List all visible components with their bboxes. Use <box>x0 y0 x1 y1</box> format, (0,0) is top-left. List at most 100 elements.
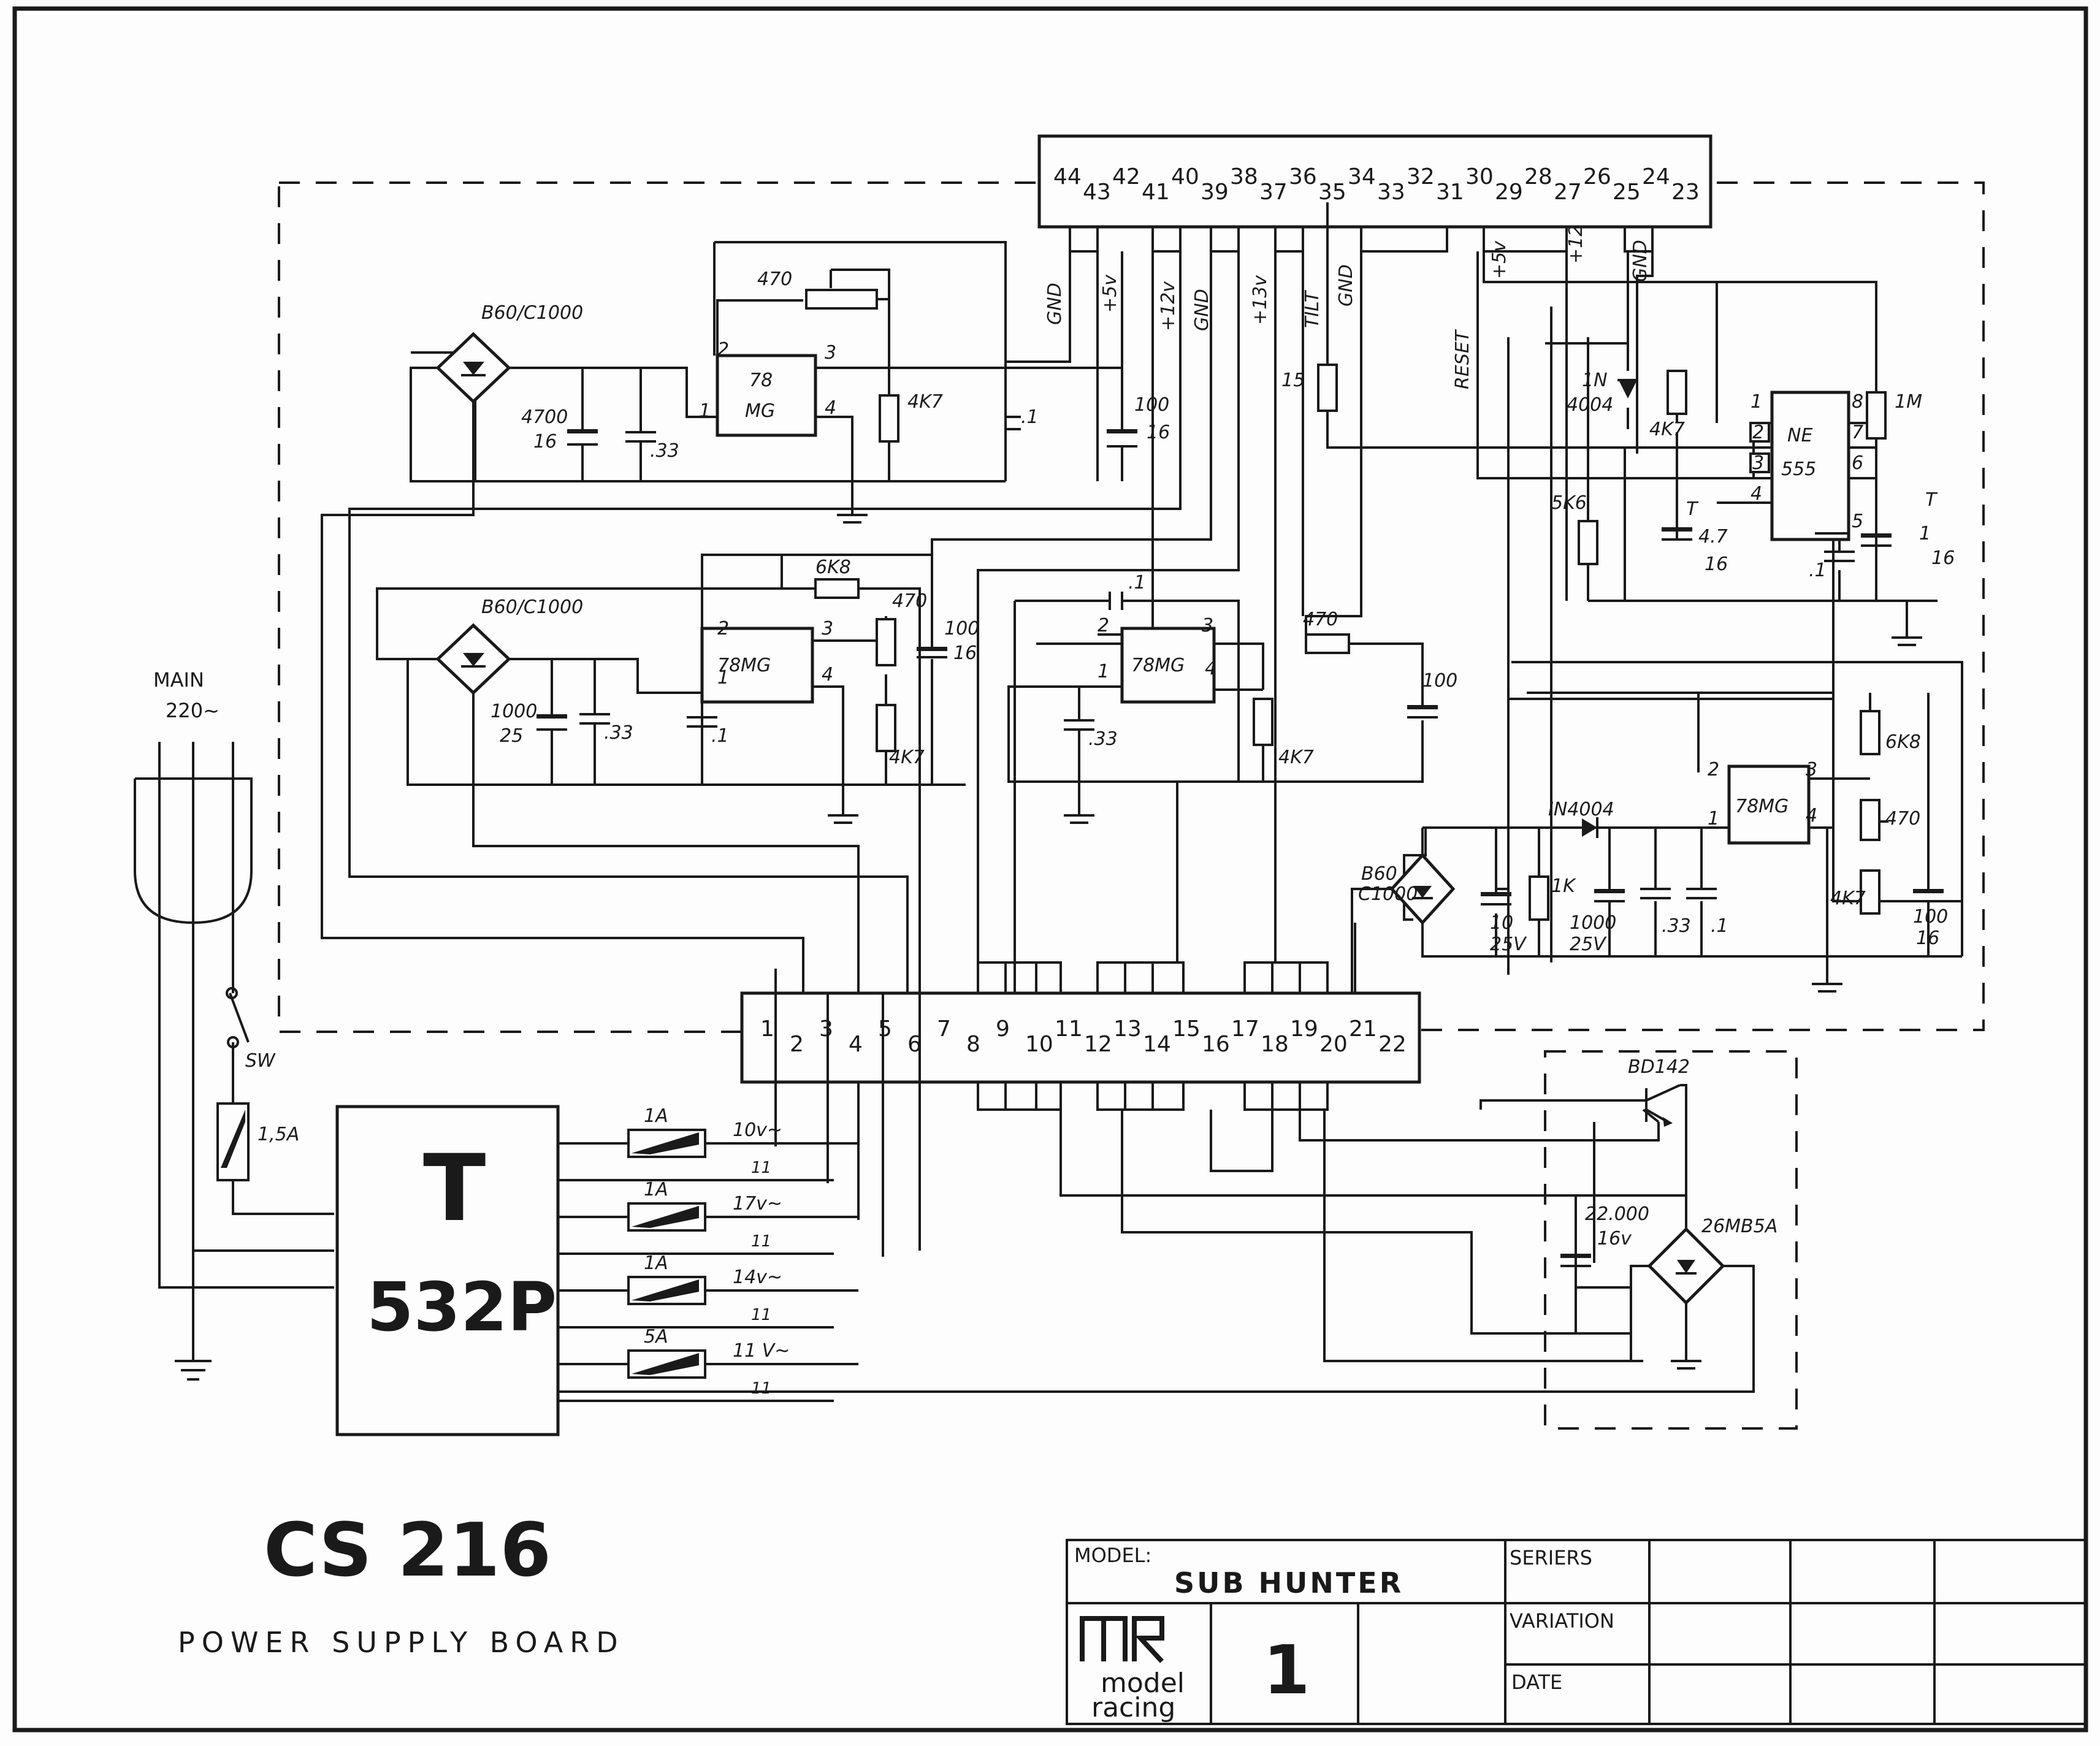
ground-reset <box>1588 600 1938 646</box>
wire-s1-main <box>321 367 804 993</box>
ne555-pin2-box <box>1749 422 1770 443</box>
top-pin-25: 25 <box>1613 180 1641 205</box>
cap-22000 <box>1560 1254 1591 1258</box>
top-pin-29: 29 <box>1495 180 1523 205</box>
reg3-pin4: 4 <box>1205 658 1216 679</box>
top-pin-39: 39 <box>1201 180 1229 205</box>
switch-contact-2 <box>227 1036 239 1048</box>
cap-01-reset <box>1824 551 1855 562</box>
cap-100-s4 <box>1913 889 1944 893</box>
pot-470-s1 <box>805 289 878 310</box>
bottom-pin-15: 15 <box>1172 1016 1201 1042</box>
regulator-78mg-4 <box>1727 764 1811 845</box>
bottom-pin-19: 19 <box>1290 1016 1318 1042</box>
wire-outputs-to-connector <box>774 969 921 1257</box>
xf-fuse-label-1: 1A <box>644 1179 668 1200</box>
bottom-pin-22: 22 <box>1378 1032 1407 1057</box>
cap-100-s3 <box>1407 705 1438 709</box>
caps-s4-ceramic <box>1640 888 1717 899</box>
top-pin-33: 33 <box>1377 180 1405 205</box>
reg2-pin2: 2 <box>717 618 729 639</box>
res-4k7-s4 <box>1860 869 1880 915</box>
cap-4700-v: 16 <box>533 431 557 452</box>
wire-bd142-module <box>1060 1084 1687 1362</box>
pot-470-s1-wiper <box>830 269 890 368</box>
xf-out-wire-1 <box>558 1216 858 1255</box>
wire-s3 <box>1007 251 1424 993</box>
bridge-26mb5a-label: 26MB5A <box>1701 1216 1777 1237</box>
reg4-pin3: 3 <box>1806 759 1817 780</box>
cap-22000-v: 16v <box>1597 1228 1632 1249</box>
cap-100-s4-v: 16 <box>1916 928 1939 949</box>
wire-26mb5a <box>558 1195 1755 1393</box>
cap-033-s3-label: .33 <box>1088 728 1118 750</box>
board-outline <box>278 181 1985 1033</box>
ne555-pin2: 2 <box>1752 422 1764 443</box>
diode-1n-label: 1N <box>1582 370 1608 391</box>
xf-fuse-mark-1 <box>632 1206 699 1228</box>
cap-22000-plate <box>1560 1265 1591 1333</box>
ne555-label-2: 555 <box>1781 459 1816 480</box>
xf-out-wire-3 <box>558 1363 858 1402</box>
cap-033-s4-label: .33 <box>1662 915 1691 937</box>
xf-out-wire-2 <box>558 1289 858 1329</box>
sig-gnd-1: GND <box>1044 283 1066 325</box>
cap-01-s2 <box>687 716 717 728</box>
xf-return-0: 11 <box>751 1159 771 1177</box>
variation-label: VARIATION <box>1510 1609 1614 1633</box>
reg3-pin1: 1 <box>1098 661 1109 682</box>
bottom-pin-18: 18 <box>1261 1032 1289 1057</box>
reg2-pin1: 1 <box>717 667 729 688</box>
cap-100-s1 <box>1107 429 1137 433</box>
cap-100-s2-v: 16 <box>953 642 977 664</box>
pot-470-s4-label: 470 <box>1885 808 1920 829</box>
cap-100-s1-v: 16 <box>1147 422 1170 443</box>
regulator-78mg-1 <box>716 354 817 437</box>
board-code: CS 216 <box>264 1508 551 1593</box>
cap-1000-s4-label: 1000 <box>1570 912 1616 934</box>
sheet-number: 1 <box>1263 1631 1310 1709</box>
top-pin-26: 26 <box>1583 164 1611 189</box>
res-4k7-s1-label: 4K7 <box>907 391 943 413</box>
bottom-pin-11: 11 <box>1055 1016 1083 1042</box>
top-pin-38: 38 <box>1230 164 1258 189</box>
bottom-connector <box>740 991 1421 1084</box>
bridge-s1-label: B60/C1000 <box>481 302 583 324</box>
bridge-s4-label-1: B60 <box>1361 863 1397 885</box>
cap-10-25v <box>1481 892 1511 896</box>
res-1k <box>1529 875 1549 921</box>
cap-033-s1 <box>625 431 656 443</box>
cap-4-7 <box>1662 527 1692 532</box>
ne555-pin3: 3 <box>1752 452 1764 474</box>
mains-label: MAIN <box>153 668 204 692</box>
cap-t-1: T <box>1686 498 1699 520</box>
reg1-pin4: 4 <box>825 397 836 419</box>
xf-fuse-label-3: 5A <box>644 1326 668 1348</box>
res-1k-label: 1K <box>1551 875 1576 897</box>
ground-s2 <box>828 814 858 824</box>
top-pin-31: 31 <box>1436 180 1464 205</box>
pot-470-s4 <box>1860 799 1880 841</box>
sig-5v-2: +5v <box>1489 240 1510 279</box>
xf-voltage-1: 17v~ <box>733 1193 782 1214</box>
cap-033-s1-label: .33 <box>650 440 679 462</box>
diode-1n4004 <box>1619 380 1637 398</box>
wire-s4-to-connector <box>1351 828 1496 993</box>
cap-1-label: 1 <box>1919 523 1931 544</box>
top-pin-36: 36 <box>1289 164 1317 189</box>
diode-in4004-label: IN4004 <box>1548 799 1614 820</box>
wire-reg3-out <box>1214 642 1263 691</box>
res-15 <box>1317 364 1338 412</box>
date-label: DATE <box>1511 1671 1562 1694</box>
switch-contact-1 <box>226 987 238 999</box>
res-6k8-s4-label: 6K8 <box>1885 731 1921 753</box>
logo-text-racing: racing <box>1091 1692 1175 1723</box>
res-6k8-s4 <box>1860 710 1880 755</box>
ne555-pin6: 6 <box>1852 452 1863 474</box>
cap-4700: 4700 <box>521 406 568 428</box>
mains-fuse-mark <box>221 1110 245 1168</box>
reg4-label: 78MG <box>1735 796 1789 817</box>
cap-1000-s2-v: 25 <box>500 725 523 747</box>
